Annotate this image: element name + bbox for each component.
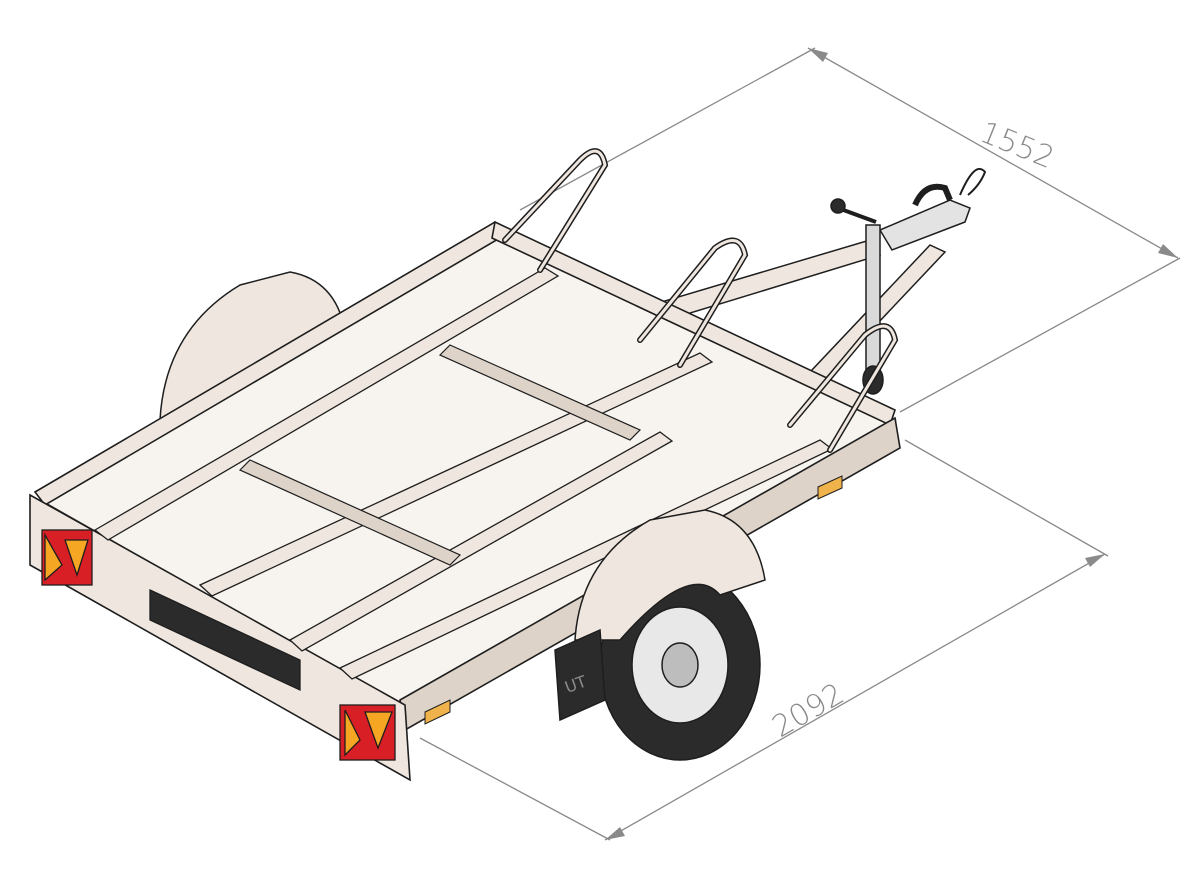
length-arrow-end (1085, 554, 1105, 567)
rear-lights (41, 529, 396, 761)
width-extension-line-bottom (899, 257, 1181, 413)
wheel-chock-2-inner (638, 239, 747, 367)
cross-member-1 (438, 344, 642, 441)
side-reflectors (424, 475, 843, 725)
width-extension-line-top (519, 47, 816, 211)
wheel-track-3 (288, 431, 674, 652)
wheel-chock-1-inner (503, 149, 607, 272)
wheel-track-1 (93, 267, 560, 541)
coupling-head (878, 199, 971, 251)
width-dimension (519, 47, 1181, 413)
jockey-wheel-post (865, 224, 881, 376)
length-extension-line-left (419, 737, 611, 841)
cross-member-2 (238, 459, 462, 566)
license-plate-area (149, 588, 301, 692)
side-reflector-front (817, 475, 843, 500)
coupling-handle (912, 183, 953, 207)
cross-members (238, 344, 642, 566)
length-extension-line-right (904, 439, 1109, 557)
length-dimension (419, 439, 1109, 841)
side-reflector-rear (424, 699, 451, 725)
rear-light-left-triangle-1 (44, 532, 63, 582)
wheel-chocks-fill (503, 149, 897, 452)
length-arrow-start (605, 827, 625, 840)
rear-light-right-triangle-1 (344, 709, 361, 757)
jockey-handle-knob (830, 198, 846, 214)
length-dimension-label: 2092 (767, 676, 851, 744)
right-hub (661, 642, 699, 688)
width-arrow-start (808, 48, 828, 62)
mudflap (554, 628, 606, 722)
right-wheel-assembly: UT (554, 509, 766, 761)
width-dimension-line (807, 47, 1179, 259)
license-plate-holder (149, 588, 301, 692)
rear-light-right-triangle-2 (364, 711, 393, 750)
breakaway-cable (959, 167, 987, 196)
wheel-chock-3-inner (788, 324, 897, 452)
width-arrow-end (1158, 244, 1178, 258)
rear-light-left-triangle-2 (64, 539, 89, 578)
length-dimension-line (604, 553, 1106, 841)
right-fender (574, 509, 766, 641)
